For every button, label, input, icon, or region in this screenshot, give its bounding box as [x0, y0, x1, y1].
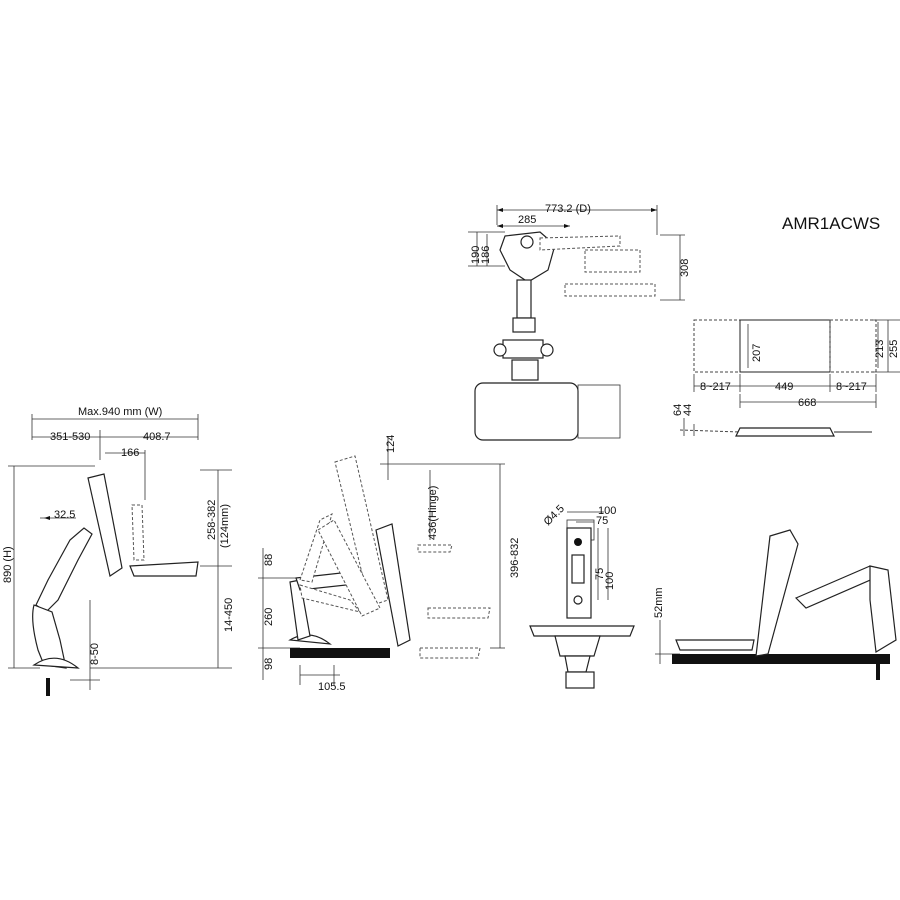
- model-name: AMR1ACWS: [782, 214, 880, 233]
- top-offset-label: 124: [385, 435, 397, 453]
- vesa-width-outer-label: 100: [598, 505, 616, 517]
- tray-depth-b-label: 213: [874, 340, 886, 358]
- height-label: 890 (H): [2, 546, 14, 583]
- vesa-height-outer-label: 100: [604, 572, 616, 590]
- clamp-range-label: 8-50: [89, 643, 101, 665]
- depth-label: 773.2 (D): [545, 203, 591, 215]
- height-2-label: 260: [263, 608, 275, 626]
- tray-width-label: 449: [775, 381, 793, 393]
- top-view: 773.2 (D) 285 190 186 308: [468, 203, 691, 441]
- vesa-height-inner-label: 75: [594, 568, 606, 580]
- vesa-width-inner-label: 75: [596, 515, 608, 527]
- low-view: 52mm: [653, 529, 897, 680]
- span-right-label: 308: [679, 259, 691, 277]
- keyboard-range-label: 14-450: [223, 598, 235, 632]
- tray-thick-a-label: 64: [672, 404, 684, 416]
- reach-a-label: 351-530: [50, 431, 90, 443]
- hinge-label: 436(Hinge): [427, 486, 439, 540]
- tray-depth-a-label: 207: [751, 344, 763, 362]
- max-width-label: Max.940 mm (W): [78, 406, 162, 418]
- display-range-sub-label: (124mm): [219, 504, 231, 548]
- base-label: 105.5: [318, 681, 346, 693]
- motion-view: 124 436(Hinge) 396-832 88 260 98 105.5: [258, 435, 521, 693]
- tray-ext-right-label: 8~217: [836, 381, 867, 393]
- height-3-label: 98: [263, 658, 275, 670]
- tray-total-label: 668: [798, 397, 816, 409]
- tray-ext-left-label: 8~217: [700, 381, 731, 393]
- reach-c-label: 166: [121, 447, 139, 459]
- tray-depth-c-label: 255: [888, 340, 900, 358]
- vesa-view: 100 75 Ø4.5 75 100: [529, 503, 635, 689]
- height-b-label: 186: [480, 246, 492, 264]
- motion-range-label: 396-832: [509, 538, 521, 578]
- height-a-label: 190: [470, 246, 482, 264]
- reach-b-label: 408.7: [143, 431, 171, 443]
- low-offset-label: 52mm: [653, 587, 665, 618]
- display-range-label: 258-382: [206, 500, 218, 540]
- keyboard-tray-view: 207 213 255 8~217 449 8~217 668 64 44: [672, 319, 900, 437]
- height-1-label: 88: [263, 554, 275, 566]
- offset-label: 32.5: [54, 509, 75, 521]
- side-view: Max.940 mm (W) 351-530 408.7 166 32.5 89…: [2, 406, 235, 696]
- arm-reach-label: 285: [518, 214, 536, 226]
- tray-thick-b-label: 44: [682, 404, 694, 416]
- vesa-hole-label: Ø4.5: [542, 503, 567, 528]
